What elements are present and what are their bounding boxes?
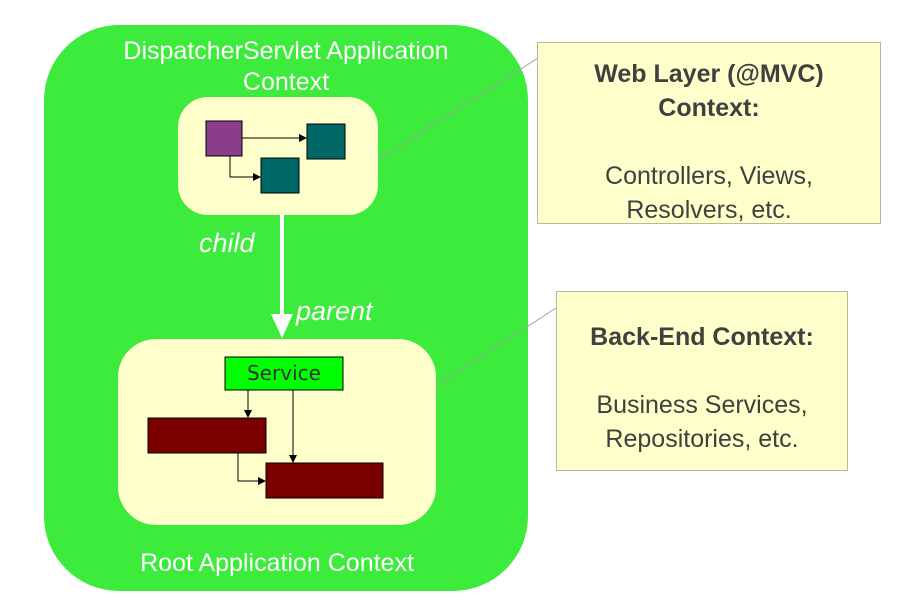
web-bean-teal-1 (306, 123, 346, 160)
web-arrow-2 (229, 156, 261, 181)
web-bean-teal-2 (260, 157, 300, 194)
child-label: child (199, 228, 255, 258)
web-note-connector (377, 57, 539, 161)
web-layer-note: Web Layer (@MVC) Context: Controllers, V… (537, 42, 881, 224)
web-note-heading: Web Layer (@MVC) Context: (594, 60, 824, 122)
backend-note-heading: Back-End Context: (590, 323, 814, 351)
root-bean-maroon-1 (147, 417, 267, 454)
service-label: Service (247, 361, 321, 385)
parent-label: parent (296, 296, 373, 326)
root-bean-maroon-2 (265, 462, 384, 499)
bean-arrow-3 (237, 453, 266, 485)
root-context-title: Root Application Context (140, 549, 414, 577)
web-note-body: Controllers, Views, Resolvers, etc. (605, 162, 813, 224)
web-bean-purple (205, 120, 243, 157)
service-bean (224, 356, 344, 391)
child-parent-arrowhead (271, 314, 293, 338)
backend-note-body: Business Services, Repositories, etc. (596, 391, 808, 453)
dispatcher-context-title: DispatcherServlet Application Context (123, 37, 449, 96)
backend-note: Back-End Context: Business Services, Rep… (556, 291, 848, 471)
backend-note-connector (435, 307, 557, 387)
